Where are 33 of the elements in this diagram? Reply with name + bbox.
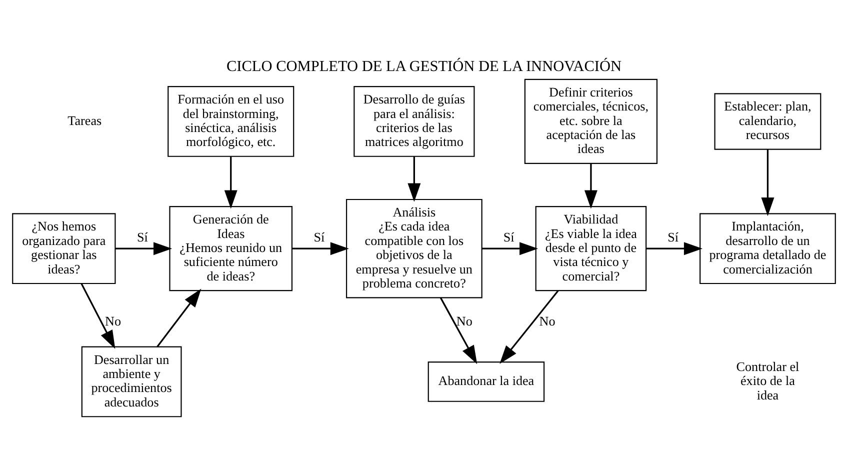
arrow — [500, 290, 559, 364]
arrow — [115, 242, 172, 256]
label: Tareas — [68, 112, 102, 128]
node-box: Desarrollo de guías para el análisis: criterios de las matrices algoritmo — [354, 86, 475, 157]
node-box: Definir criterios comerciales, técnicos, etc. sobre la aceptación de las ideas — [524, 78, 658, 164]
edge-label: Sí — [137, 230, 148, 245]
edge-label: Sí — [314, 230, 325, 245]
node-box: Abandonar la idea — [428, 362, 545, 402]
arrow — [156, 288, 202, 348]
node-box: Establecer: plan, calendario, recursos — [714, 93, 822, 150]
node-box: Implantación, desarrollo de un programa detallado de comercialización — [700, 213, 836, 284]
diagram-title: CICLO COMPLETO DE LA GESTIÓN DE LA INNOVACIÓN — [226, 58, 622, 75]
edge-label: No — [456, 314, 472, 329]
node-box: Análisis ¿Es cada idea compatible con los objetivos de la empresa y resuelve un problema concreto? — [346, 198, 482, 298]
edge-label: Sí — [668, 230, 679, 245]
arrow — [482, 242, 538, 256]
arrow — [440, 297, 478, 364]
arrow — [80, 283, 116, 349]
arrow — [224, 156, 238, 209]
arrow — [584, 164, 598, 209]
node-box: Desarrollar un ambiente y procedimientos adecuados — [81, 346, 182, 418]
edge-label: Sí — [503, 230, 514, 245]
node-box: Formación en el uso del brainstorming, sinéctica, análisis morfológico, etc. — [168, 86, 294, 157]
node-box: ¿Nos hemos organizado para gestionar las ideas? — [12, 213, 116, 284]
node-box: Viabilidad ¿Es viable la idea desde el punto de vista técnico y comercial? — [535, 206, 647, 292]
node-box: Generación de Ideas ¿Hemos reunido un suficiente número de ideas? — [169, 206, 293, 292]
label: Controlar el éxito de la idea — [736, 358, 800, 402]
arrow — [646, 242, 703, 256]
arrow — [292, 242, 349, 256]
edge-label: No — [539, 314, 556, 329]
edge-label: No — [105, 314, 122, 329]
arrow — [761, 149, 774, 216]
arrow — [408, 156, 421, 202]
